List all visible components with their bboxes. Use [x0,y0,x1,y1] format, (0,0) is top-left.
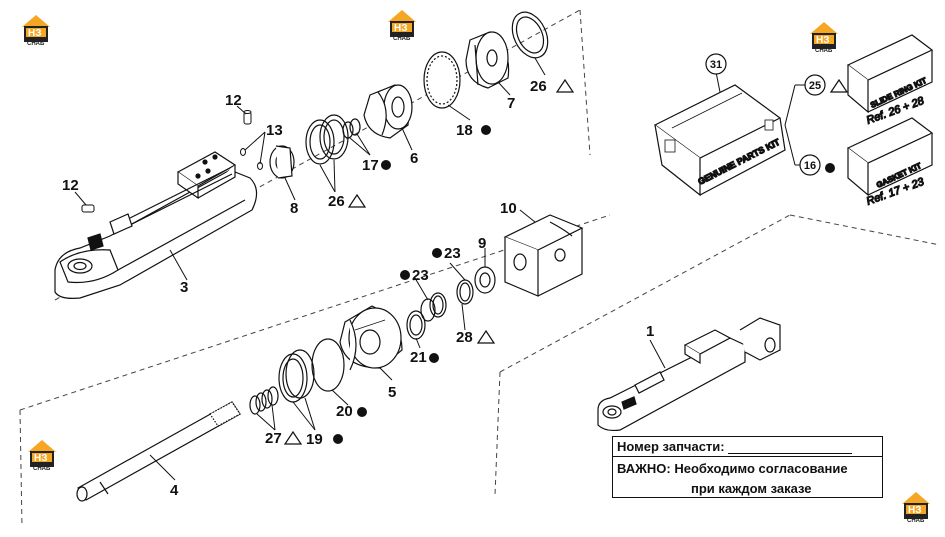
callout-25: 25 [804,74,826,96]
cylinder-assembly-1 [597,317,781,432]
dot-icon [400,270,410,280]
nut-9 [474,266,496,294]
callout-1: 1 [646,323,654,340]
dot-icon [481,125,491,135]
part-number-label: Номер запчасти: [617,439,725,454]
svg-text:СНАБ: СНАБ [33,466,51,472]
callout-21: 21 [410,349,427,366]
callout-12-a: 12 [225,92,242,109]
part-info-box: Номер запчасти: ВАЖНО: Необходимо соглас… [612,436,883,498]
part-8 [269,145,295,179]
dot-icon [357,407,367,417]
group-frame-right [494,214,941,496]
important-line-2-row: при каждом заказе [613,480,882,497]
logo-top-right: НЗ СНАБ [810,22,838,54]
callout-labels: 3 12 12 13 8 26 17 6 18 7 26 10 9 23 23 … [62,78,654,499]
callout-4: 4 [170,482,179,499]
callout-28: 28 [456,329,473,346]
callout-6: 6 [410,150,418,167]
seal-27 [249,386,279,415]
callout-20: 20 [336,403,353,420]
svg-text:31: 31 [710,59,722,71]
dot-icon [432,248,442,258]
pin-12-b [81,204,95,213]
seal-ring-26-b [511,11,549,59]
callout-8: 8 [290,200,298,217]
dot-icon [825,163,835,173]
important-prefix: ВАЖНО: [617,461,671,476]
important-row: ВАЖНО: Необходимо согласование [613,457,882,480]
dot-icon [429,353,439,363]
piston-5 [339,305,403,371]
triangle-icon [829,78,849,93]
callout-19: 19 [306,431,323,448]
callout-5: 5 [388,384,396,401]
piston-rod-4 [76,401,241,502]
dot-markers [333,125,835,444]
callout-23-a: 23 [444,245,461,262]
logo-bottom-right: НЗ СНАБ [902,492,930,524]
callout-26-b: 26 [530,78,547,95]
slide-ring-kit-box-25: SLIDE RING KIT Ref. 26 + 28 [846,34,934,127]
seal-28 [456,279,474,305]
clevis-block-10 [503,214,584,297]
part-number-blank [728,441,853,454]
important-line-2: при каждом заказе [691,481,812,496]
callout-26-a: 26 [328,193,345,210]
cylinder-barrel-3 [54,151,258,299]
logo-bottom-left: НЗ СНАБ [28,440,56,472]
svg-text:СНАБ: СНАБ [907,518,925,524]
triangle-icon [555,78,575,93]
seal-23 [420,292,447,322]
dot-icon [381,160,391,170]
genuine-parts-kit-box-31: GENUINE PARTS KIT [653,84,786,197]
callout-13: 13 [266,122,283,139]
svg-text:НЗ: НЗ [28,28,42,39]
gland-7 [465,31,510,89]
gasket-kit-box-16: GASKET KIT Ref. 17 + 23 [846,117,934,208]
triangle-markers [283,78,849,445]
svg-text:НЗ: НЗ [394,23,408,34]
triangle-icon [476,329,496,344]
triangle-icon [283,430,303,445]
seal-21 [406,310,426,340]
seal-17 [342,118,361,139]
callout-9: 9 [478,235,486,252]
svg-text:НЗ: НЗ [34,453,48,464]
svg-text:СНАБ: СНАБ [27,41,45,47]
piston-part-6 [363,84,413,139]
svg-text:НЗ: НЗ [816,35,830,46]
wear-ring-18 [423,51,461,109]
seal-19 [278,349,315,403]
callout-31: 31 [705,53,727,75]
svg-text:НЗ: НЗ [908,505,922,516]
important-line-1: Необходимо согласование [674,461,848,476]
callout-7: 7 [507,95,515,112]
dot-icon [333,434,343,444]
svg-text:СНАБ: СНАБ [393,36,411,42]
callout-3: 3 [180,279,188,296]
svg-text:16: 16 [804,160,816,172]
pin-12-a [243,110,252,125]
o-ring-20 [311,338,345,392]
part-number-row: Номер запчасти: [613,437,882,457]
callout-17: 17 [362,157,379,174]
leader-lines [74,57,805,481]
callout-18: 18 [456,122,473,139]
callout-16: 16 [799,154,821,176]
logo-top-center: НЗ СНАБ [388,10,416,42]
svg-text:25: 25 [809,80,821,92]
logo-top-left: НЗ СНАБ [22,15,50,47]
ring-13 [240,148,263,170]
callout-10: 10 [500,200,517,217]
svg-text:СНАБ: СНАБ [815,48,833,54]
callout-27: 27 [265,430,282,447]
seal-ring-26-a [305,114,349,165]
callout-23-b: 23 [412,267,429,284]
triangle-icon [347,193,367,208]
callout-12-b: 12 [62,177,79,194]
